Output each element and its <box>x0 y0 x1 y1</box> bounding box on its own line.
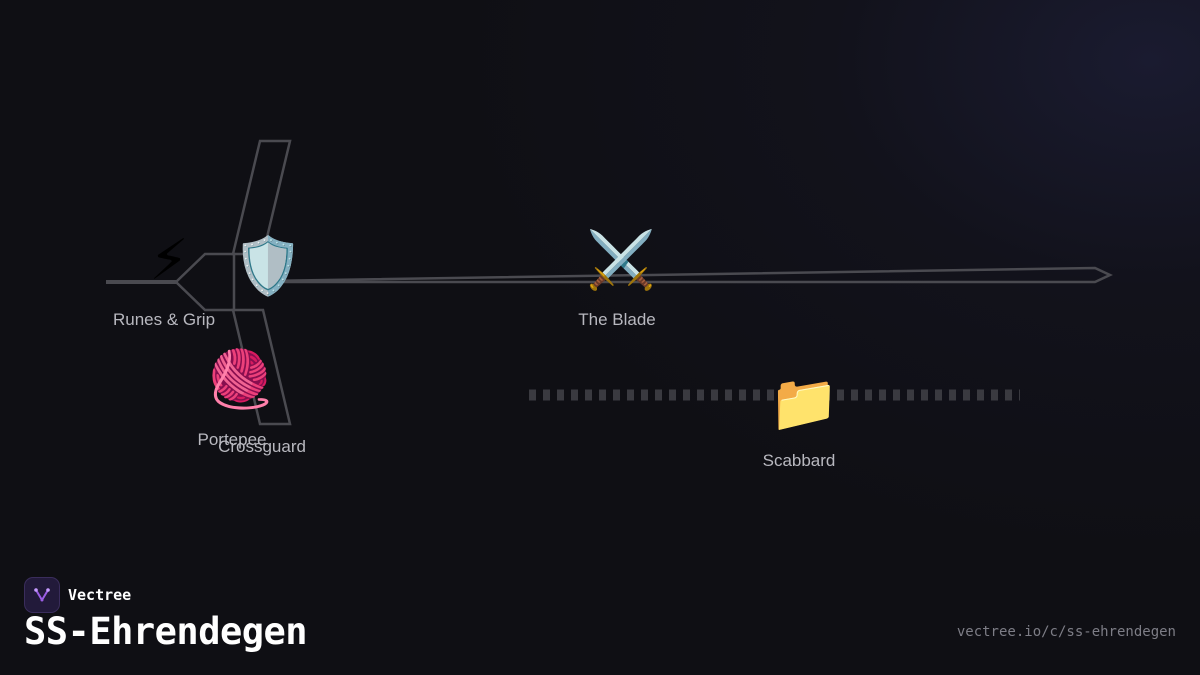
crossed-swords-icon: ⚔️ <box>586 228 656 293</box>
source-url: vectree.io/c/ss-ehrendegen <box>956 624 1176 640</box>
shield-icon: 🛡️ <box>233 234 303 299</box>
ricasso-outline <box>174 252 236 312</box>
page-title: SS-Ehrendegen <box>24 610 308 653</box>
node-label-the-blade: The Blade <box>578 310 656 329</box>
node-label-runes-grip: Runes & Grip <box>112 310 216 329</box>
blade-outline <box>262 266 1113 284</box>
yarn-icon: 🧶 <box>205 347 275 412</box>
brand: Vectree <box>24 577 131 613</box>
vectree-logo-icon <box>24 577 60 613</box>
node-label-crossguard: Crossguard <box>218 437 306 456</box>
brand-name: Vectree <box>68 586 132 604</box>
crossguard-lower-arm <box>231 308 292 426</box>
lightning-icon: ⚡ <box>149 228 189 293</box>
node-label-portepee: Portepee <box>197 430 267 449</box>
node-label-scabbard: Scabbard <box>762 451 836 470</box>
crossguard-upper-arm <box>231 139 292 256</box>
folder-icon: 📁 <box>769 371 839 436</box>
